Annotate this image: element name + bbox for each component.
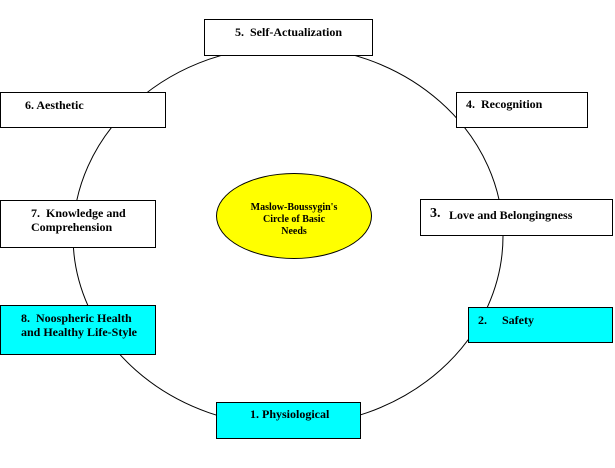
need-label-recognition: 4. Recognition [466,97,543,111]
center-ellipse: Maslow-Boussygin's Circle of Basic Needs [216,173,372,259]
need-box-love-and-belongingness: 3. Love and Belongingness [420,199,613,236]
need-label-love-and-belongingness: Love and Belongingness [443,208,573,222]
need-box-physiological: 1. Physiological [216,402,361,439]
need-label-physiological: 1. Physiological [250,407,330,421]
center-label: Maslow-Boussygin's Circle of Basic Needs [250,202,338,237]
need-label-aesthetic: 6. Aesthetic [25,98,84,112]
need-box-recognition: 4. Recognition [456,92,588,128]
need-box-aesthetic: 6. Aesthetic [0,92,166,128]
need-label-self-actualization: 5. Self-Actualization [235,25,342,39]
need-box-knowledge-and-comprehension: 7. Knowledge and Comprehension [0,200,156,248]
need-label-love-number: 3. [430,206,441,221]
need-box-noospheric-health: 8. Noospheric Health and Healthy Life-St… [0,305,156,355]
need-label-noospheric-health: 8. Noospheric Health and Healthy Life-St… [21,311,137,339]
need-label-knowledge-and-comprehension: 7. Knowledge and Comprehension [31,206,126,234]
need-label-safety: 2. Safety [478,313,534,327]
need-box-self-actualization: 5. Self-Actualization [204,19,373,56]
need-box-safety: 2. Safety [468,307,613,343]
